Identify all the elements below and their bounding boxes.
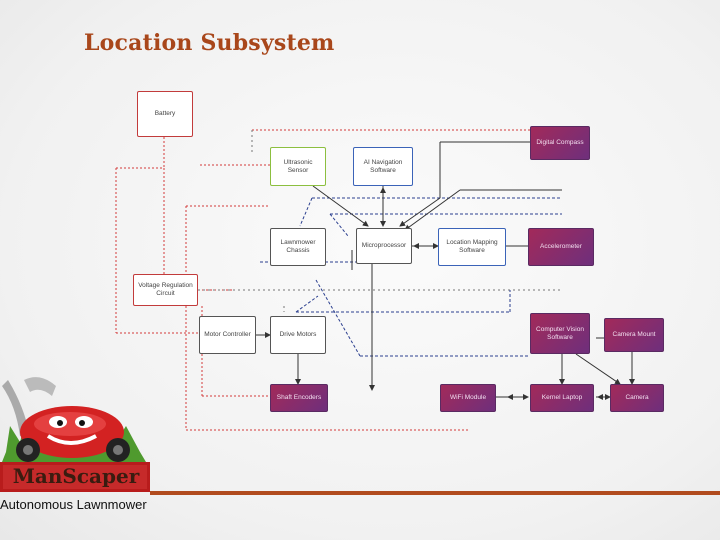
microprocessor-box: Microprocessor [356,228,412,264]
accelerometer-box: Accelerometer [528,228,594,266]
location-mapping-box: Location Mapping Software [438,228,506,266]
logo-wordmark: ManScaper [12,464,140,488]
voltage-regulation-box: Voltage Regulation Circuit [133,274,198,306]
manscaper-logo [0,377,150,492]
lawnmower-chassis-box: Lawnmower Chassis [270,228,326,266]
gray-dotted-lines [198,130,560,312]
ai-navigation-box: AI Navigation Software [353,147,413,186]
digital-compass-box: Digital Compass [530,126,590,160]
camera-box: Camera [610,384,664,412]
signal-arrows [256,141,635,400]
wifi-module-box: WiFi Module [440,384,496,412]
motor-controller-box: Motor Controller [199,316,256,354]
slide-title: Location Subsystem [84,30,335,56]
ultrasonic-sensor-box: Ultrasonic Sensor [270,147,326,186]
shaft-encoders-box: Shaft Encoders [270,384,328,412]
footer-tagline: Autonomous Lawnmower [0,497,147,512]
kernel-laptop-box: Kernel Laptop [530,384,594,412]
footer-bar [150,491,720,495]
camera-mount-box: Camera Mount [604,318,664,352]
drive-motors-box: Drive Motors [270,316,326,354]
computer-vision-box: Computer Vision Software [530,313,590,354]
battery-box: Battery [137,91,193,137]
